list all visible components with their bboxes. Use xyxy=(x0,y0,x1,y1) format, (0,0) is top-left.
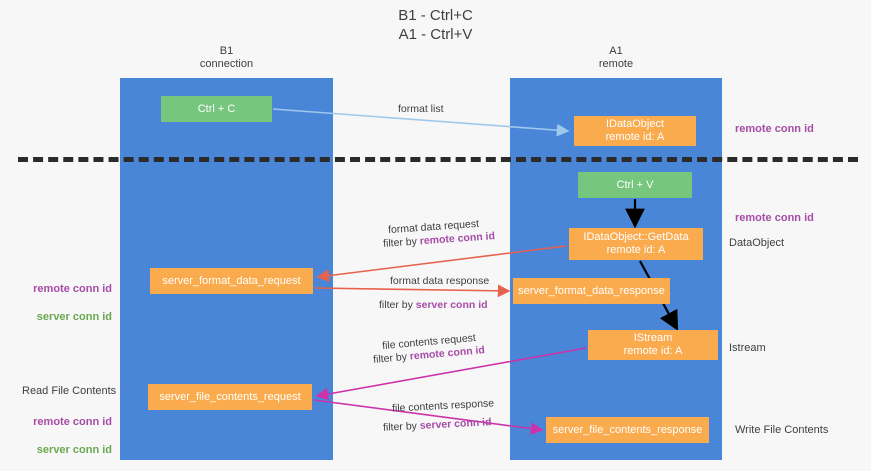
node-idataobject[interactable]: IDataObject remote id: A xyxy=(574,116,696,146)
side-label-left-conn-ids: remote conn id server conn id xyxy=(22,268,112,338)
side-label-dataobject: DataObject xyxy=(729,237,785,249)
filter-key-remote-conn-id: remote conn id xyxy=(419,230,496,248)
edge-label-file-contents-response-filter: filter by server conn id xyxy=(383,415,492,435)
filter-key-server-conn-id-2: server conn id xyxy=(419,416,492,432)
node-server-format-data-request[interactable]: server_format_data_request xyxy=(150,268,313,294)
filter-prefix: filter by xyxy=(382,235,421,250)
diagram-title: B1 - Ctrl+C A1 - Ctrl+V xyxy=(398,7,473,43)
node-istream[interactable]: IStream remote id: A xyxy=(588,330,718,360)
side-label-left-server-conn-id-2: server conn id xyxy=(36,444,112,456)
edge-label-format-data-response: format data response xyxy=(390,275,490,287)
lane-header-b1: B1 connection xyxy=(199,45,254,70)
side-label-istream: Istream xyxy=(729,342,766,354)
phase-divider xyxy=(18,157,858,162)
edge-label-file-contents-response: file contents response xyxy=(391,397,495,415)
side-label-left-remote-conn-id: remote conn id xyxy=(33,283,112,295)
node-idataobject-getdata[interactable]: IDataObject::GetData remote id: A xyxy=(569,228,703,260)
edge-label-format-list: format list xyxy=(398,103,444,115)
node-server-file-contents-response[interactable]: server_file_contents_response xyxy=(546,417,709,443)
edge-label-format-data-response-filter: filter by server conn id xyxy=(379,298,488,312)
side-label-read-file-contents: Read File Contents xyxy=(22,385,117,397)
side-label-remote-conn-id-mid: remote conn id xyxy=(735,212,814,224)
node-server-file-contents-request[interactable]: server_file_contents_request xyxy=(148,384,312,410)
side-label-left-conn-ids-2: remote conn id server conn id xyxy=(22,401,112,471)
node-server-format-data-response[interactable]: server_format_data_response xyxy=(513,278,670,304)
filter-prefix: filter by xyxy=(372,350,411,366)
node-ctrl-v[interactable]: Ctrl + V xyxy=(578,172,692,198)
filter-prefix: filter by xyxy=(382,419,421,434)
node-ctrl-c[interactable]: Ctrl + C xyxy=(161,96,272,122)
edge-format-data-response xyxy=(314,284,511,298)
filter-key-server-conn-id: server conn id xyxy=(415,299,488,311)
side-label-remote-conn-id-top: remote conn id xyxy=(735,123,814,135)
side-label-left-server-conn-id: server conn id xyxy=(36,311,112,323)
lane-header-a1: A1 remote xyxy=(598,45,634,70)
side-label-left-remote-conn-id-2: remote conn id xyxy=(33,416,112,428)
filter-prefix: filter by xyxy=(379,299,416,311)
side-label-write-file-contents: Write File Contents xyxy=(735,424,829,436)
